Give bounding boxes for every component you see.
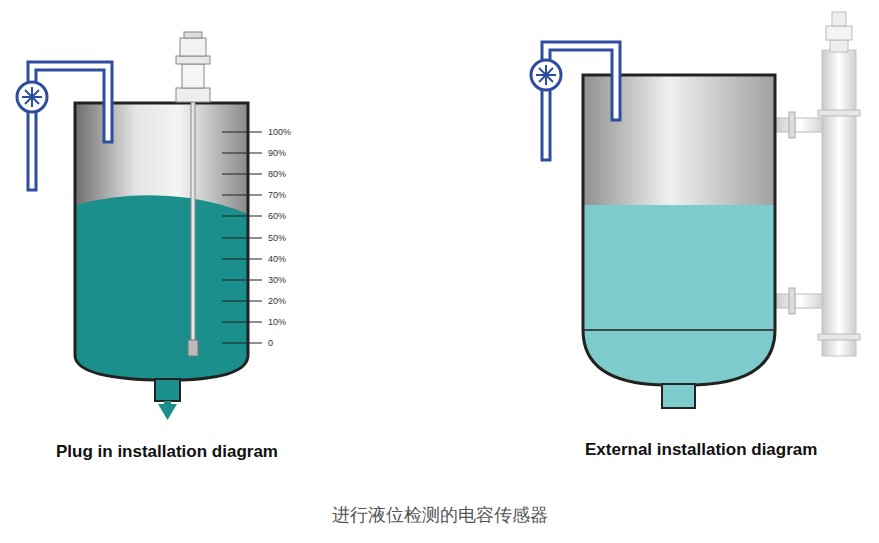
sub-caption: External installation diagram <box>585 440 817 460</box>
scale-mark: 40% <box>268 254 286 264</box>
scale-mark: 100% <box>268 127 291 137</box>
scale-mark: 20% <box>268 296 286 306</box>
scale-mark: 10% <box>268 317 286 327</box>
plug-in-tank <box>17 32 262 420</box>
figure-caption: 进行液位检测的电容传感器 <box>332 503 548 527</box>
scale-mark: 0 <box>268 338 273 348</box>
external-tank <box>531 12 860 408</box>
scale-mark: 50% <box>268 233 286 243</box>
scale-mark: 90% <box>268 148 286 158</box>
scale-ticks <box>222 132 262 343</box>
scale-mark: 70% <box>268 190 286 200</box>
sub-caption: Plug in installation diagram <box>56 442 278 462</box>
scale-mark: 60% <box>268 211 286 221</box>
scale-mark: 80% <box>268 169 286 179</box>
scale-mark: 30% <box>268 275 286 285</box>
